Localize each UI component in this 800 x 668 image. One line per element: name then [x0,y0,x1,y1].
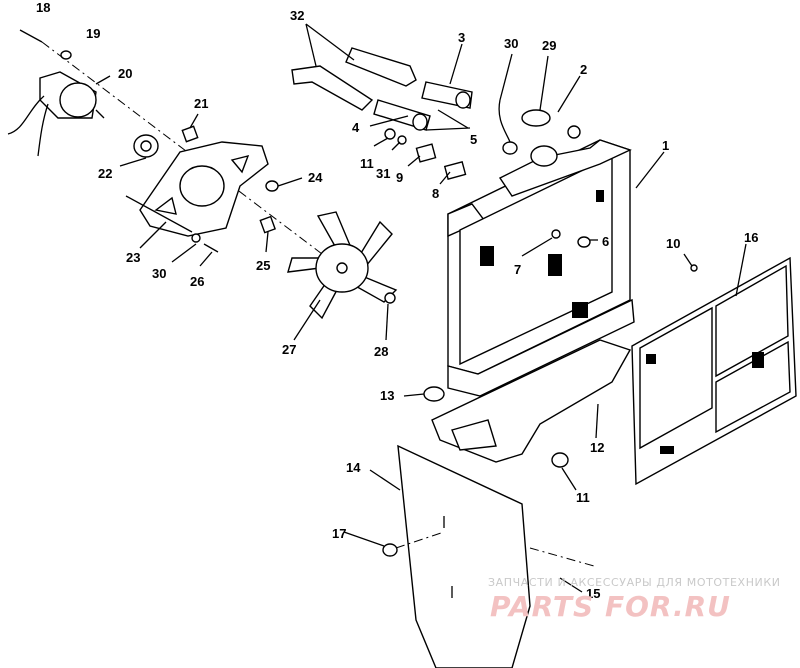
hose-32-lower [291,65,374,111]
callout-30-left: 30 [152,266,166,281]
spacer-21 [181,125,199,143]
radiator-1 [447,109,635,397]
fan-27 [287,211,398,320]
callout-15: 15 [586,586,600,601]
motor-wire [37,103,49,157]
callout-5: 5 [470,132,477,147]
callout-17: 17 [332,526,346,541]
nut-11 [551,452,569,468]
fitting-8 [443,161,467,180]
callout-12: 12 [590,440,604,455]
callout-30-top: 30 [504,36,518,51]
callout-8: 8 [432,186,439,201]
radiator-cap-29 [521,109,551,127]
bracket-cutout [230,154,250,174]
overflow-tube-30 [498,99,511,143]
bolt-6 [577,236,591,248]
callout-24: 24 [308,170,323,185]
callout-1: 1 [662,138,669,153]
callout-11-top: 11 [360,156,374,171]
motor-assembly [7,29,398,320]
screen-panel [715,264,789,378]
watermark-brand: PARTS FOR.RU [490,590,731,623]
radiator-grille-mark [480,246,494,266]
callout-14: 14 [346,460,361,475]
nut-28 [384,292,396,304]
watermark-tagline: ЗАПЧАСТИ И АКСЕССУАРЫ ДЛЯ МОТОТЕХНИКИ [488,576,781,589]
radiator-bottom-tank [447,298,635,397]
fitting-9 [415,143,437,163]
clamp-30 [502,141,518,155]
hose-set [291,47,518,180]
watermark: ЗАПЧАСТИ И АКСЕССУАРЫ ДЛЯ МОТОТЕХНИКИ PA… [488,576,781,623]
screen-panel [639,306,713,450]
callout-18: 18 [36,0,50,15]
bracket-center-hole [179,165,225,207]
callout-13: 13 [380,388,394,403]
fastener-axis [529,547,595,567]
callout-23: 23 [126,250,140,265]
grommet-22-hole [140,140,152,152]
hose-3-end [455,91,471,109]
callout-27: 27 [282,342,296,357]
shroud-panel [397,444,531,668]
assembly-axis [41,41,331,261]
mounting-tray-12 [423,339,632,468]
bracket-edge [125,195,193,233]
callout-25: 25 [256,258,270,273]
fastener-axis [395,531,445,549]
radiator-grille-mark [596,190,604,202]
cap-gasket-2 [567,125,581,139]
radiator-grille-mark [572,302,588,318]
nut-24 [265,180,279,192]
callout-9: 9 [396,170,403,185]
nut-7 [551,229,561,239]
callout-31: 31 [376,166,390,181]
callout-21: 21 [194,96,208,111]
radiator-fin-panel [459,154,613,366]
clamp-4 [412,113,428,131]
radiator-grille-mark [548,254,562,276]
screen-mesh-mark [752,352,764,368]
grommet-13 [423,386,445,402]
callout-19: 19 [86,26,100,41]
callout-6: 6 [602,234,609,249]
callout-22: 22 [98,166,112,181]
hose-32-upper [345,47,417,87]
callout-26: 26 [190,274,204,289]
motor-20-housing [59,82,97,118]
washer-30-left [191,233,201,243]
callout-labels: 18 19 20 21 22 23 24 25 26 27 28 30 32 3… [36,0,758,601]
motor-shaft [95,109,105,119]
tray-notch [451,419,497,451]
callout-3: 3 [458,30,465,45]
callout-29: 29 [542,38,556,53]
callout-28: 28 [374,344,388,359]
motor-wire [7,95,45,135]
washer-17 [382,543,398,557]
leader-lines [95,23,747,593]
spacer-25 [259,215,276,234]
clamp-11 [384,128,396,140]
callout-4: 4 [352,120,360,135]
bracket-cutout [154,196,177,215]
callout-16: 16 [744,230,758,245]
callout-20: 20 [118,66,132,81]
washer-19 [60,50,72,60]
callout-10: 10 [666,236,680,251]
callout-7: 7 [514,262,521,277]
shroud-14 [382,444,595,668]
callout-11-bottom: 11 [576,490,590,505]
callout-2: 2 [580,62,587,77]
screen-mesh-mark [646,354,656,364]
radiator-screen-16 [631,256,797,486]
callout-32: 32 [290,8,304,23]
filler-neck [530,145,558,167]
bolt-18 [19,29,43,43]
clip-10 [690,264,698,272]
screen-mesh-mark [660,446,674,454]
screw-26 [203,243,219,253]
